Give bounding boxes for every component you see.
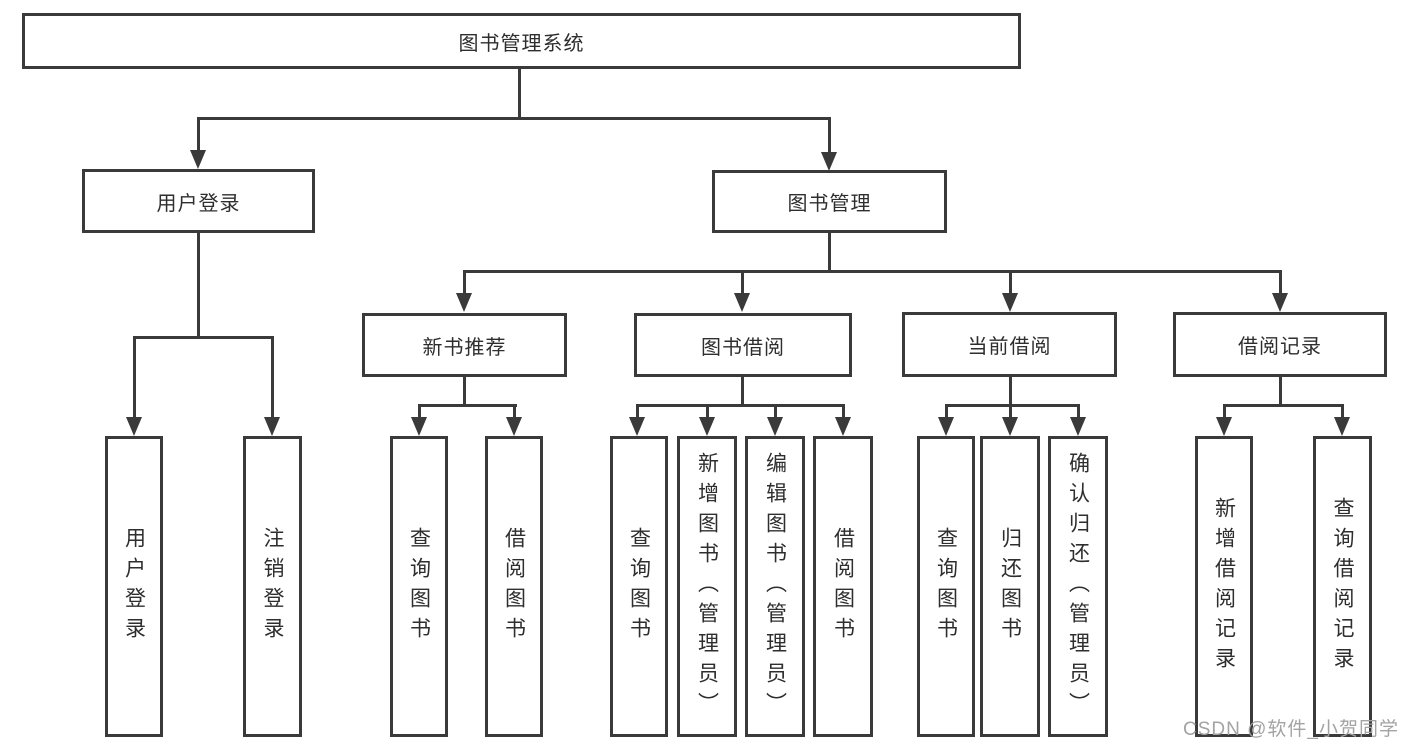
connector-line [463, 270, 1281, 273]
connector-line [828, 117, 831, 154]
arrow-down-icon [1272, 293, 1288, 312]
arrow-down-icon [821, 152, 837, 171]
connector-line [741, 270, 744, 295]
node-root-library-system: 图书管理系统 [22, 13, 1021, 69]
connector-line [945, 404, 948, 418]
arrow-down-icon [126, 417, 142, 436]
connector-line [945, 404, 1080, 407]
connector-line [418, 404, 517, 407]
arrow-down-icon [1216, 417, 1232, 436]
node-current-borrow: 当前借阅 [902, 312, 1117, 377]
node-label: 用户登录 [156, 192, 241, 215]
node-book-borrow: 图书借阅 [634, 313, 852, 377]
arrow-down-icon [767, 417, 783, 436]
connector-line [1279, 377, 1282, 406]
connector-line [1009, 377, 1012, 406]
connector-line [463, 377, 466, 406]
node-new-book-recommend: 新书推荐 [362, 313, 567, 377]
connector-line [636, 404, 845, 407]
connector-line [197, 117, 831, 120]
connector-line [774, 404, 777, 418]
arrow-down-icon [734, 293, 750, 312]
connector-line [1341, 404, 1344, 418]
arrow-down-icon [456, 293, 472, 312]
leaf-label: 确认归还（管理员） [1066, 451, 1090, 722]
connector-line [706, 404, 709, 418]
leaf-user-login: 用户登录 [105, 436, 163, 737]
leaf-label: 用户登录 [122, 526, 146, 647]
connector-line [1223, 404, 1344, 407]
leaf-edit-books-admin: 编辑图书（管理员） [745, 436, 805, 737]
leaf-label: 归还图书 [998, 526, 1022, 647]
connector-line [828, 233, 831, 272]
leaf-label: 查询图书 [934, 526, 958, 647]
leaf-add-books-admin: 新增图书（管理员） [677, 436, 737, 737]
leaf-query-books-current: 查询图书 [917, 436, 975, 737]
connector-line [1223, 404, 1226, 418]
leaf-query-books-borrow: 查询图书 [610, 436, 668, 737]
leaf-label: 新增借阅记录 [1212, 496, 1236, 677]
arrow-down-icon [190, 150, 206, 169]
arrow-down-icon [699, 417, 715, 436]
connector-line [463, 270, 466, 295]
connector-line [133, 336, 274, 339]
node-book-management: 图书管理 [712, 170, 947, 233]
connector-line [133, 336, 136, 419]
arrow-down-icon [1002, 293, 1018, 312]
connector-line [1009, 270, 1012, 295]
connector-line [197, 117, 200, 152]
leaf-confirm-return-admin: 确认归还（管理员） [1048, 436, 1108, 737]
arrow-down-icon [264, 417, 280, 436]
connector-line [1009, 404, 1012, 418]
leaf-label: 借阅图书 [831, 526, 855, 647]
arrow-down-icon [629, 417, 645, 436]
leaf-borrow-books: 借阅图书 [813, 436, 873, 737]
leaf-borrow-books-recommend: 借阅图书 [485, 436, 543, 737]
connector-line [518, 69, 521, 118]
connector-line [741, 377, 744, 406]
node-borrow-records: 借阅记录 [1173, 312, 1387, 377]
leaf-logout: 注销登录 [243, 436, 302, 737]
leaf-query-borrow-record: 查询借阅记录 [1313, 436, 1372, 737]
arrow-down-icon [1334, 417, 1350, 436]
arrow-down-icon [1002, 417, 1018, 436]
leaf-query-books-recommend: 查询图书 [390, 436, 448, 737]
leaf-label: 新增图书（管理员） [695, 451, 719, 722]
arrow-down-icon [938, 417, 954, 436]
node-label: 借阅记录 [1238, 336, 1322, 358]
csdn-watermark: CSDN @软件_小贺同学 [1183, 719, 1399, 740]
node-label: 图书借阅 [701, 336, 785, 359]
node-label: 当前借阅 [967, 336, 1052, 358]
connector-line [636, 404, 639, 418]
leaf-return-books: 归还图书 [980, 436, 1040, 737]
connector-line [197, 233, 200, 339]
leaf-label: 查询借阅记录 [1331, 496, 1354, 677]
arrow-down-icon [506, 417, 522, 436]
arrow-down-icon [835, 417, 851, 436]
leaf-label: 编辑图书（管理员） [763, 451, 787, 722]
node-label: 图书管理 [787, 193, 872, 215]
node-label: 新书推荐 [422, 336, 507, 359]
connector-line [1077, 404, 1080, 418]
node-label: 图书管理系统 [458, 32, 585, 55]
arrow-down-icon [1070, 417, 1086, 436]
leaf-label: 查询图书 [407, 526, 431, 647]
node-user-login-branch: 用户登录 [82, 169, 315, 233]
arrow-down-icon [411, 417, 427, 436]
connector-line [842, 404, 845, 418]
leaf-add-borrow-record: 新增借阅记录 [1195, 436, 1253, 737]
connector-line [271, 336, 274, 419]
connector-line [418, 404, 421, 418]
connector-line [1279, 270, 1282, 295]
leaf-label: 借阅图书 [502, 526, 526, 647]
leaf-label: 注销登录 [261, 526, 284, 647]
connector-line [513, 404, 516, 418]
leaf-label: 查询图书 [627, 526, 651, 647]
